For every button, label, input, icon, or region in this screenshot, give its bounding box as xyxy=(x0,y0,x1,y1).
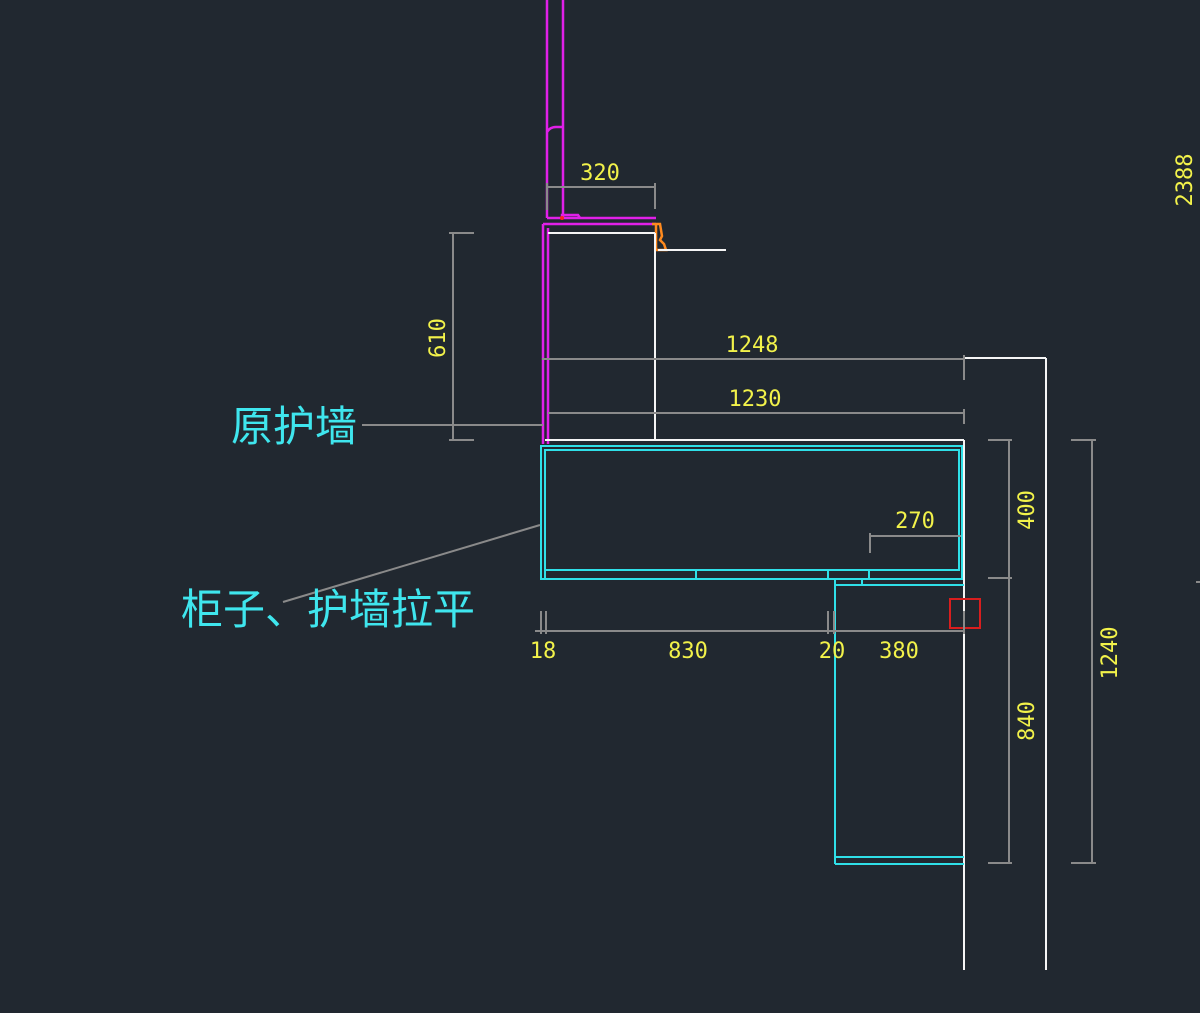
upper-cabinet-outer xyxy=(540,445,963,580)
dim-400-text[interactable]: 400 xyxy=(1015,490,1040,530)
dim-830-text[interactable]: 830 xyxy=(668,639,708,664)
dim-1240-text[interactable]: 1240 xyxy=(1098,627,1123,680)
dimension-lines xyxy=(449,183,1200,864)
dim-20-text[interactable]: 20 xyxy=(819,639,846,664)
original-wall-outline[interactable] xyxy=(541,0,656,444)
wall-structure[interactable] xyxy=(545,232,1047,970)
dim-18-text[interactable]: 18 xyxy=(530,639,557,664)
label-original-wall[interactable]: 原护墙 xyxy=(231,402,357,451)
dim-2388-text[interactable]: 2388 xyxy=(1173,154,1198,207)
dim-270-text[interactable]: 270 xyxy=(895,509,935,534)
dim-380-text[interactable]: 380 xyxy=(879,639,919,664)
label-cabinet-wall-flush[interactable]: 柜子、护墙拉平 xyxy=(181,585,475,634)
leader-cabinet-flush xyxy=(282,524,541,603)
original-wall-notch xyxy=(545,125,563,133)
dim-320-text[interactable]: 320 xyxy=(580,161,620,186)
dim-1248-text[interactable]: 1248 xyxy=(726,333,779,358)
dim-1230-text[interactable]: 1230 xyxy=(729,387,782,412)
dim-610-text[interactable]: 610 xyxy=(426,318,451,358)
dim-840-text[interactable]: 840 xyxy=(1015,701,1040,741)
original-wall-point xyxy=(560,216,564,220)
crown-molding-profile[interactable] xyxy=(652,222,668,252)
upper-cabinet-inner xyxy=(544,449,960,571)
